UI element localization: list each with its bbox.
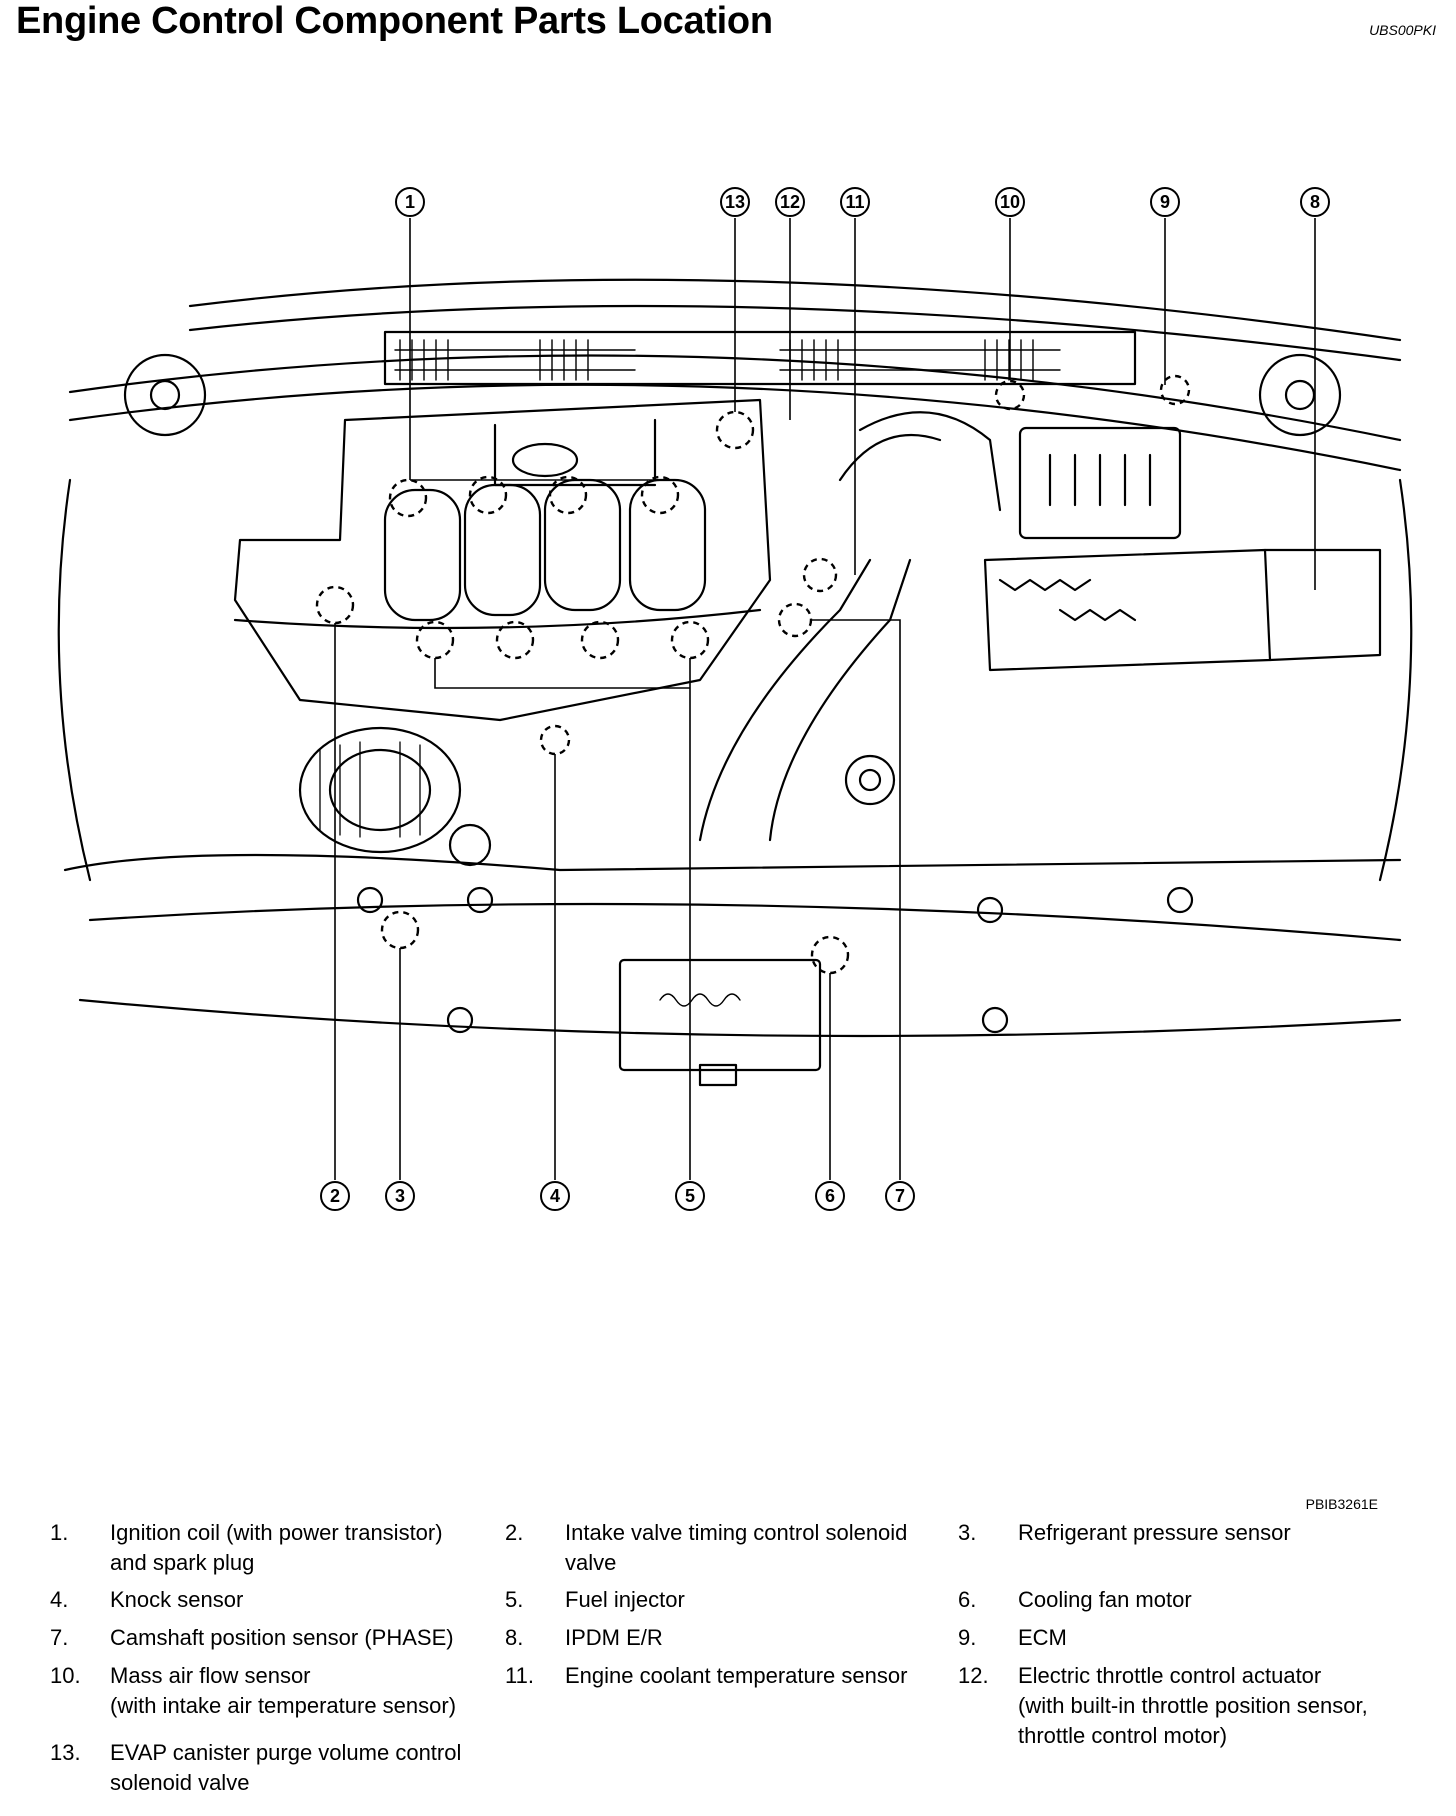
callout-number: 11 xyxy=(845,192,864,212)
legend-item-text: Ignition coil (with power transistor) an… xyxy=(110,1520,443,1575)
callout-number: 12 xyxy=(780,192,800,212)
legend-item-number: 4. xyxy=(50,1587,69,1612)
legend-item-text: Cooling fan motor xyxy=(1018,1587,1192,1612)
legend-item-text: Intake valve timing control solenoid val… xyxy=(565,1520,908,1575)
callout-circle xyxy=(385,1181,415,1211)
callouts-top: 1 13 12 11 10 9 8 xyxy=(395,187,1330,217)
legend-item-text: EVAP canister purge volume control solen… xyxy=(110,1740,462,1795)
legend-item-number: 12. xyxy=(958,1663,989,1688)
callout-number: 5 xyxy=(685,1186,695,1206)
callout-circle xyxy=(775,187,805,217)
callout-circle xyxy=(540,1181,570,1211)
callout-circle xyxy=(840,187,870,217)
callout-number: 7 xyxy=(895,1186,905,1206)
callout-number: 1 xyxy=(405,192,415,212)
legend-item-text: Knock sensor xyxy=(110,1587,244,1612)
callout-circle xyxy=(320,1181,350,1211)
legend-item-text: Fuel injector xyxy=(565,1587,685,1612)
legend-item-number: 10. xyxy=(50,1663,81,1688)
callout-number: 2 xyxy=(330,1186,340,1206)
legend-item-number: 2. xyxy=(505,1520,524,1545)
callout-number: 8 xyxy=(1310,192,1320,212)
callout-circle xyxy=(1300,187,1330,217)
callout-number: 6 xyxy=(825,1186,835,1206)
callout-circle xyxy=(395,187,425,217)
callout-circle xyxy=(1150,187,1180,217)
legend-item-text: ECM xyxy=(1018,1625,1067,1650)
callout-circle xyxy=(995,187,1025,217)
callout-number: 4 xyxy=(550,1186,560,1206)
legend-item-number: 7. xyxy=(50,1625,69,1650)
legend-item-text: Engine coolant temperature sensor xyxy=(565,1663,908,1688)
legend-item-text: Camshaft position sensor (PHASE) xyxy=(110,1625,454,1650)
legend-item-number: 9. xyxy=(958,1625,977,1650)
callout-circle xyxy=(885,1181,915,1211)
legend-item-number: 11. xyxy=(505,1663,534,1688)
legend-item-text: Mass air flow sensor (with intake air te… xyxy=(110,1663,457,1718)
callout-number: 13 xyxy=(725,192,745,212)
reference-code: UBS00PKI xyxy=(1369,22,1436,38)
callout-circle xyxy=(815,1181,845,1211)
callout-circle xyxy=(675,1181,705,1211)
callout-number: 3 xyxy=(395,1186,405,1206)
legend-item-number: 13. xyxy=(50,1740,81,1765)
callout-number: 9 xyxy=(1160,192,1170,212)
legend-item-text: Refrigerant pressure sensor xyxy=(1018,1520,1291,1545)
page-title: Engine Control Component Parts Location xyxy=(16,0,773,42)
legend-item-number: 6. xyxy=(958,1587,977,1612)
legend-item-text: IPDM E/R xyxy=(565,1625,663,1650)
callouts-bottom: 2 3 4 5 6 7 xyxy=(320,1181,915,1211)
legend-item-number: 3. xyxy=(958,1520,977,1545)
legend-item-number: 8. xyxy=(505,1625,524,1650)
figure-code: PBIB3261E xyxy=(1305,1496,1378,1512)
legend-item-text: Electric throttle control actuator (with… xyxy=(1018,1663,1368,1748)
callout-number: 10 xyxy=(1000,192,1020,212)
callout-circle xyxy=(720,187,750,217)
legend-item-number: 5. xyxy=(505,1587,524,1612)
legend-item-number: 1. xyxy=(50,1520,69,1545)
engine-bay-diagram: 1 13 12 11 10 9 8 2 3 4 5 6 7 xyxy=(57,187,1413,1211)
